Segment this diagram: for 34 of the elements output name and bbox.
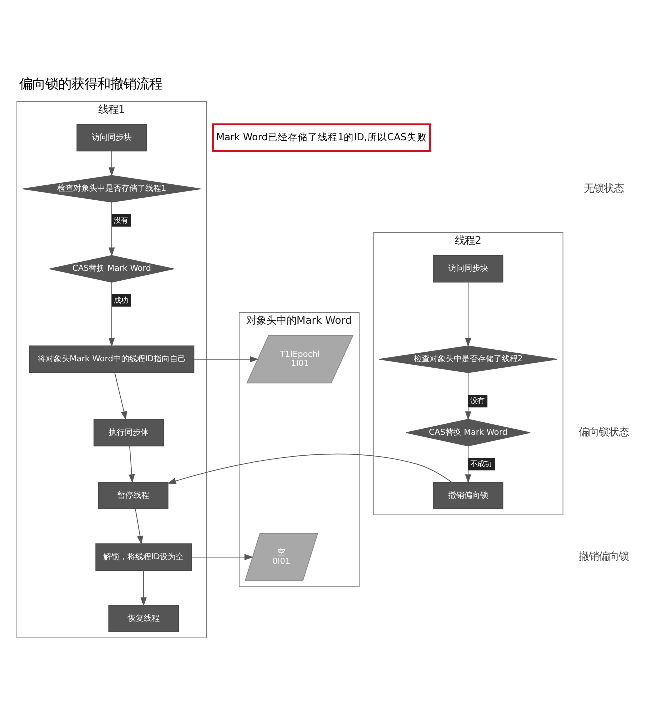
arrow — [114, 372, 128, 420]
arrow — [140, 570, 147, 606]
arrow — [465, 372, 472, 420]
arrow — [194, 356, 259, 362]
node-box: 执行同步体 — [94, 418, 164, 446]
arrow — [465, 445, 472, 483]
node-box: 访问同步块 — [76, 124, 148, 152]
node-box: 恢复线程 — [108, 604, 180, 632]
label: 无锁状态 — [584, 182, 624, 194]
diagram-title: 偏向锁的获得和撤销流程 — [19, 77, 162, 92]
edge-label: 没有 — [470, 396, 485, 406]
node-diamond: 检查对象头中是否存储了线程1 — [22, 174, 202, 202]
arrow — [108, 202, 116, 256]
arrow — [108, 282, 116, 347]
arrow — [128, 445, 136, 483]
node-box: 将对象头Mark Word中的线程ID指向自己 — [29, 345, 195, 373]
label: 偏向锁状态 — [578, 426, 629, 438]
node-box: 撤销偏向锁 — [433, 482, 504, 510]
node-box: 访问同步块 — [433, 254, 504, 282]
edge-label: 成功 — [114, 295, 128, 304]
edge-label: 不成功 — [470, 459, 492, 468]
node-diamond: 检查对象头中是否存储了线程2 — [379, 345, 558, 373]
arrow — [167, 454, 452, 484]
edge-label: 没有 — [114, 215, 128, 224]
node-box: Mark Word已经存储了线程1的ID,所以CAS失败 — [212, 123, 432, 152]
node-box: 暂停线程 — [98, 482, 169, 510]
arrow — [191, 554, 254, 560]
arrow — [108, 150, 116, 176]
arrow — [135, 508, 144, 544]
node-diamond: CAS替换 Mark Word — [406, 418, 531, 446]
arrow — [465, 282, 472, 347]
node-box: 解锁，将线程ID设为空 — [96, 543, 192, 571]
node-diamond: CAS替换 Mark Word — [50, 254, 174, 282]
label: 撤销偏向锁 — [578, 550, 629, 563]
